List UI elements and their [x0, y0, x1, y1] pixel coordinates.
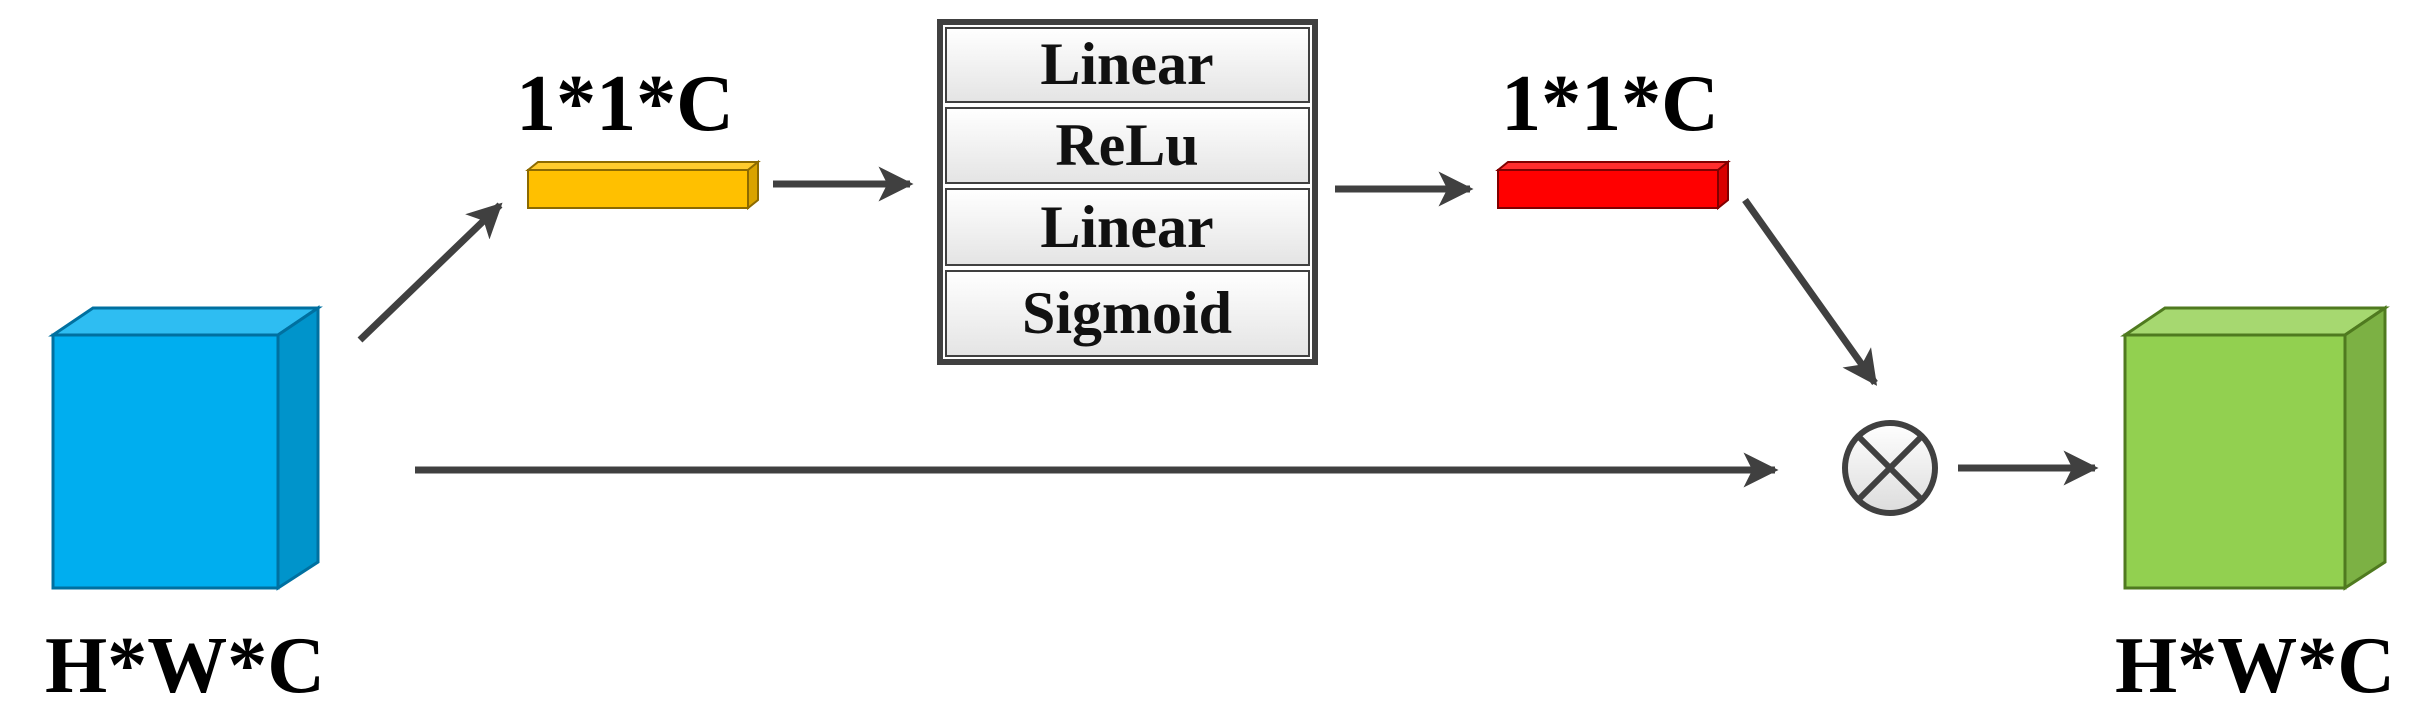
layer-box-relu: [945, 107, 1310, 184]
output-cube-top: [2120, 306, 2390, 337]
attention-vector: [1495, 159, 1731, 211]
arrow-attention-to-multiply: [1742, 197, 1878, 386]
output-cube: [2120, 305, 2390, 591]
attention-vector-top: [1495, 161, 1731, 171]
input-cube-side: [276, 305, 320, 591]
output-cube-front: [2123, 333, 2347, 590]
input-shape-label: H*W*C: [45, 622, 325, 710]
squeeze-vector-front: [527, 169, 749, 209]
output-cube-side: [2343, 305, 2387, 591]
attention-vector-front: [1497, 169, 1719, 209]
circled-times-icon: [1842, 420, 1938, 516]
arrow-input-to-squeeze: [357, 202, 503, 343]
squeeze-vector-side: [747, 159, 759, 211]
attention-vector-side: [1717, 159, 1729, 211]
layer-box-sigmoid: [945, 270, 1310, 357]
layer-label-relu: ReLu: [1055, 112, 1198, 178]
input-cube-front: [51, 333, 280, 590]
squeeze-vector-top: [525, 161, 761, 171]
layer-label-linear-1: Linear: [1040, 31, 1213, 97]
excitation-stack: Linear ReLu Linear Sigmoid: [937, 19, 1318, 365]
layer-label-linear-2: Linear: [1040, 194, 1213, 260]
input-cube-top: [48, 306, 323, 337]
squeeze-vector: [525, 159, 761, 211]
input-cube: [48, 305, 323, 591]
layer-label-sigmoid: Sigmoid: [1022, 280, 1232, 346]
multiply-cross-2: [1856, 434, 1924, 502]
output-shape-label: H*W*C: [2115, 622, 2395, 710]
squeeze-shape-label: 1*1*C: [516, 60, 734, 148]
layer-box-linear-1: [945, 27, 1310, 103]
layer-box-linear-2: [945, 188, 1310, 266]
attention-shape-label: 1*1*C: [1501, 60, 1719, 148]
